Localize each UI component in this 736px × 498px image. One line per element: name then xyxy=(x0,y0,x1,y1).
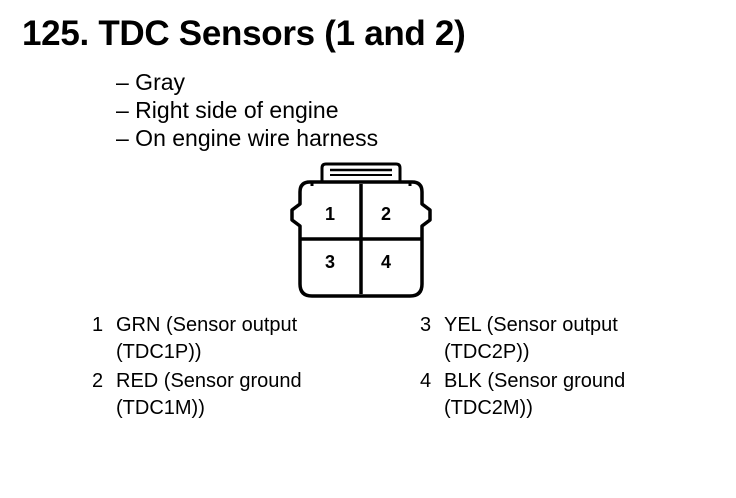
pin-label-1: 1 xyxy=(325,204,335,224)
pin-description: RED (Sensor ground xyxy=(116,370,302,392)
pin-signal: (TDC2M)) xyxy=(444,397,533,419)
pin-signal: (TDC2P)) xyxy=(444,341,530,363)
pin-number: 2 xyxy=(92,370,104,392)
pin-description: GRN (Sensor output xyxy=(116,314,298,336)
pin-label-4: 4 xyxy=(381,252,391,272)
connector-details-list: – Gray – Right side of engine – On engin… xyxy=(116,68,378,152)
connector-latch xyxy=(310,162,412,186)
pin-signal: (TDC1P)) xyxy=(116,341,202,363)
pin-assignments-left: 1 GRN (Sensor output (TDC1P)) 2 RED (Sen… xyxy=(92,312,392,424)
pin-assignment-1: 1 GRN (Sensor output (TDC1P)) xyxy=(92,312,392,366)
pin-signal: (TDC1M)) xyxy=(116,397,205,419)
page-title: 125. TDC Sensors (1 and 2) xyxy=(22,14,466,53)
pin-number: 1 xyxy=(92,314,104,336)
pin-assignments-right: 3 YEL (Sensor output (TDC2P)) 4 BLK (Sen… xyxy=(420,312,720,424)
connector-diagram: 1 2 3 4 xyxy=(290,162,432,298)
connector-housing xyxy=(290,180,432,298)
pin-number: 3 xyxy=(420,314,432,336)
detail-harness: – On engine wire harness xyxy=(116,125,379,151)
pin-description: BLK (Sensor ground xyxy=(444,370,626,392)
pin-label-2: 2 xyxy=(381,204,391,224)
pin-assignment-4: 4 BLK (Sensor ground (TDC2M)) xyxy=(420,368,720,422)
pin-label-3: 3 xyxy=(325,252,335,272)
detail-color: – Gray xyxy=(116,69,186,95)
pin-number: 4 xyxy=(420,370,432,392)
detail-location: – Right side of engine xyxy=(116,97,339,123)
pin-description: YEL (Sensor output xyxy=(444,314,618,336)
pin-assignment-3: 3 YEL (Sensor output (TDC2P)) xyxy=(420,312,720,366)
pin-assignment-2: 2 RED (Sensor ground (TDC1M)) xyxy=(92,368,392,422)
